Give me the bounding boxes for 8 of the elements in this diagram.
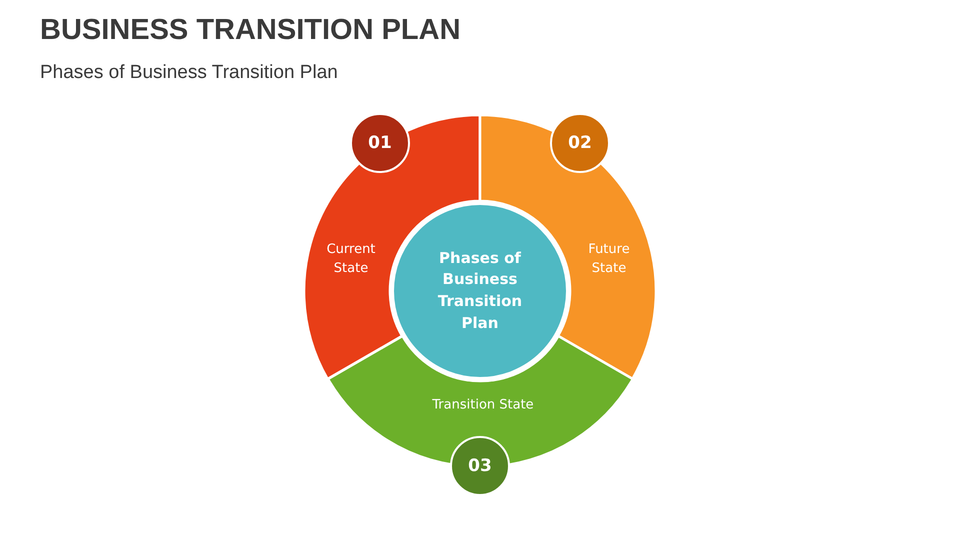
segment-label: Current State: [326, 241, 376, 278]
title: BUSINESS TRANSITION PLAN: [40, 14, 461, 47]
segment-label: Future State: [587, 241, 631, 278]
subtitle: Phases of Business Transition Plan: [40, 62, 338, 84]
segment-label: Transition State: [431, 396, 535, 415]
number-badge: 03: [450, 436, 510, 496]
number-badge: 02: [550, 113, 610, 173]
number-badge: 01: [350, 113, 410, 173]
